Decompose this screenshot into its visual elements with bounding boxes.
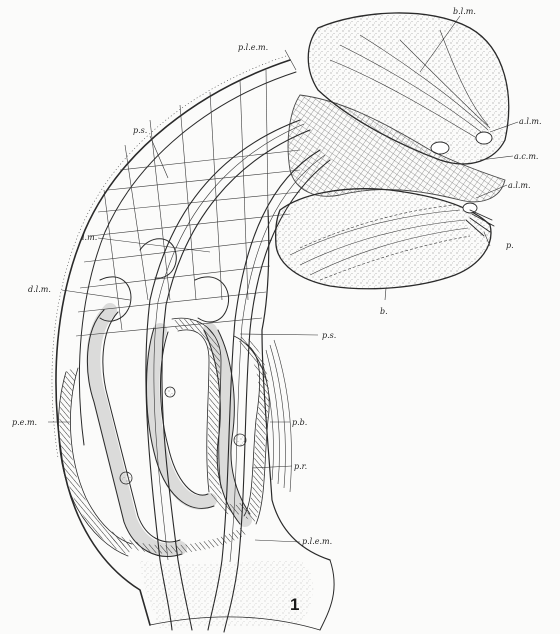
muscle-grid	[75, 69, 301, 337]
label-a-l-m-lower: a.l.m.	[508, 181, 531, 190]
label-p-s-upper: p.s.	[133, 126, 147, 135]
labels: b.l.m. p.l.e.m. p.s. a.l.m. a.c.m. a.l.m…	[12, 7, 542, 614]
label-p-s-lower: p.s.	[322, 331, 336, 340]
label-d-l-m: d.l.m.	[28, 285, 51, 294]
hatched-coils	[58, 317, 270, 557]
lophophore-upper-lobe	[307, 12, 510, 165]
figure-number: 1	[290, 595, 299, 614]
label-a-l-m-upper: a.l.m.	[519, 117, 542, 126]
label-l-m: l.m.	[82, 233, 97, 242]
label-b-l-m: b.l.m.	[453, 7, 476, 16]
right-fibres	[261, 339, 292, 493]
label-p-l-e-m-bottom: p.l.e.m.	[302, 537, 332, 546]
label-p-r: p.r.	[294, 462, 307, 471]
label-a-c-m: a.c.m.	[514, 152, 538, 161]
lophophore-lower-lobe	[274, 188, 495, 290]
nodules	[119, 386, 247, 485]
label-p-b: p.b.	[292, 418, 307, 427]
label-p: p.	[506, 241, 514, 250]
gut-coils	[86, 238, 252, 558]
label-b: b.	[380, 307, 388, 316]
lower-sheath	[140, 560, 314, 628]
leader-lines	[48, 15, 519, 543]
label-p-l-e-m-top: p.l.e.m.	[238, 43, 268, 52]
collar-crosshatch	[287, 94, 506, 203]
label-p-e-m: p.e.m.	[12, 418, 37, 427]
